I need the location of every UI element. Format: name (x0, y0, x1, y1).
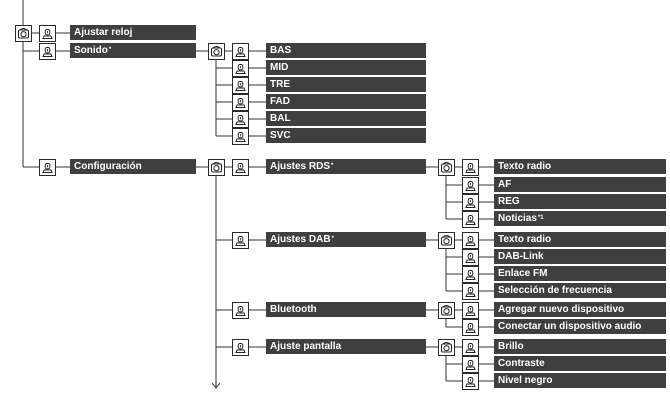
push-button-icon (462, 249, 479, 266)
menu-item-bal: BAL (266, 111, 426, 126)
push-button-icon (232, 128, 249, 145)
push-button-icon (462, 266, 479, 283)
menu-item-enlace-fm: Enlace FM (494, 266, 666, 281)
menu-item-ajuste-pantalla: Ajuste pantalla (266, 339, 426, 354)
menu-item-ajustes-rds: Ajustes RDS* (266, 159, 426, 174)
menu-item-noticias: Noticias*1 (494, 211, 666, 226)
push-button-icon (232, 60, 249, 77)
menu-item-texto-radio-dab: Texto radio (494, 232, 666, 247)
push-button-icon (462, 232, 479, 249)
dial-icon (208, 159, 225, 176)
dial-icon (15, 25, 32, 42)
menu-item-ajustes-dab: Ajustes DAB* (266, 232, 426, 247)
dial-icon (438, 339, 455, 356)
menu-item-configuracion: Configuración (70, 159, 196, 174)
menu-item-contraste: Contraste (494, 356, 666, 371)
menu-item-seleccion-frecuencia: Selección de frecuencia (494, 283, 666, 298)
push-button-icon (462, 373, 479, 390)
dial-icon (438, 159, 455, 176)
dial-icon (208, 43, 225, 60)
push-button-icon (232, 77, 249, 94)
menu-item-agregar-dispositivo: Agregar nuevo dispositivo (494, 302, 666, 317)
push-button-icon (232, 43, 249, 60)
push-button-icon (39, 25, 56, 42)
push-button-icon (462, 211, 479, 228)
menu-item-bluetooth: Bluetooth (266, 302, 426, 317)
menu-item-conectar-dispositivo: Conectar un dispositivo audio (494, 319, 666, 334)
push-button-icon (232, 232, 249, 249)
push-button-icon (232, 302, 249, 319)
push-button-icon (232, 94, 249, 111)
push-button-icon (232, 159, 249, 176)
menu-item-svc: SVC (266, 128, 426, 143)
push-button-icon (462, 283, 479, 300)
menu-item-bas: BAS (266, 43, 426, 58)
menu-item-ajustar-reloj: Ajustar reloj (70, 25, 196, 40)
down-arrow-icon (211, 382, 221, 389)
menu-item-nivel-negro: Nivel negro (494, 373, 666, 388)
menu-item-mid: MID (266, 60, 426, 75)
push-button-icon (462, 339, 479, 356)
dial-icon (438, 232, 455, 249)
push-button-icon (232, 339, 249, 356)
push-button-icon (39, 159, 56, 176)
menu-item-texto-radio-rds: Texto radio (494, 159, 666, 174)
dial-icon (438, 302, 455, 319)
push-button-icon (462, 356, 479, 373)
push-button-icon (462, 302, 479, 319)
menu-item-af: AF (494, 177, 666, 192)
push-button-icon (462, 159, 479, 176)
push-button-icon (462, 319, 479, 336)
menu-item-tre: TRE (266, 77, 426, 92)
menu-item-reg: REG (494, 194, 666, 209)
push-button-icon (462, 177, 479, 194)
push-button-icon (462, 194, 479, 211)
push-button-icon (232, 111, 249, 128)
menu-item-brillo: Brillo (494, 339, 666, 354)
menu-item-sonido: Sonido* (70, 43, 196, 58)
menu-item-dab-link: DAB-Link (494, 249, 666, 264)
menu-item-fad: FAD (266, 94, 426, 109)
push-button-icon (39, 43, 56, 60)
